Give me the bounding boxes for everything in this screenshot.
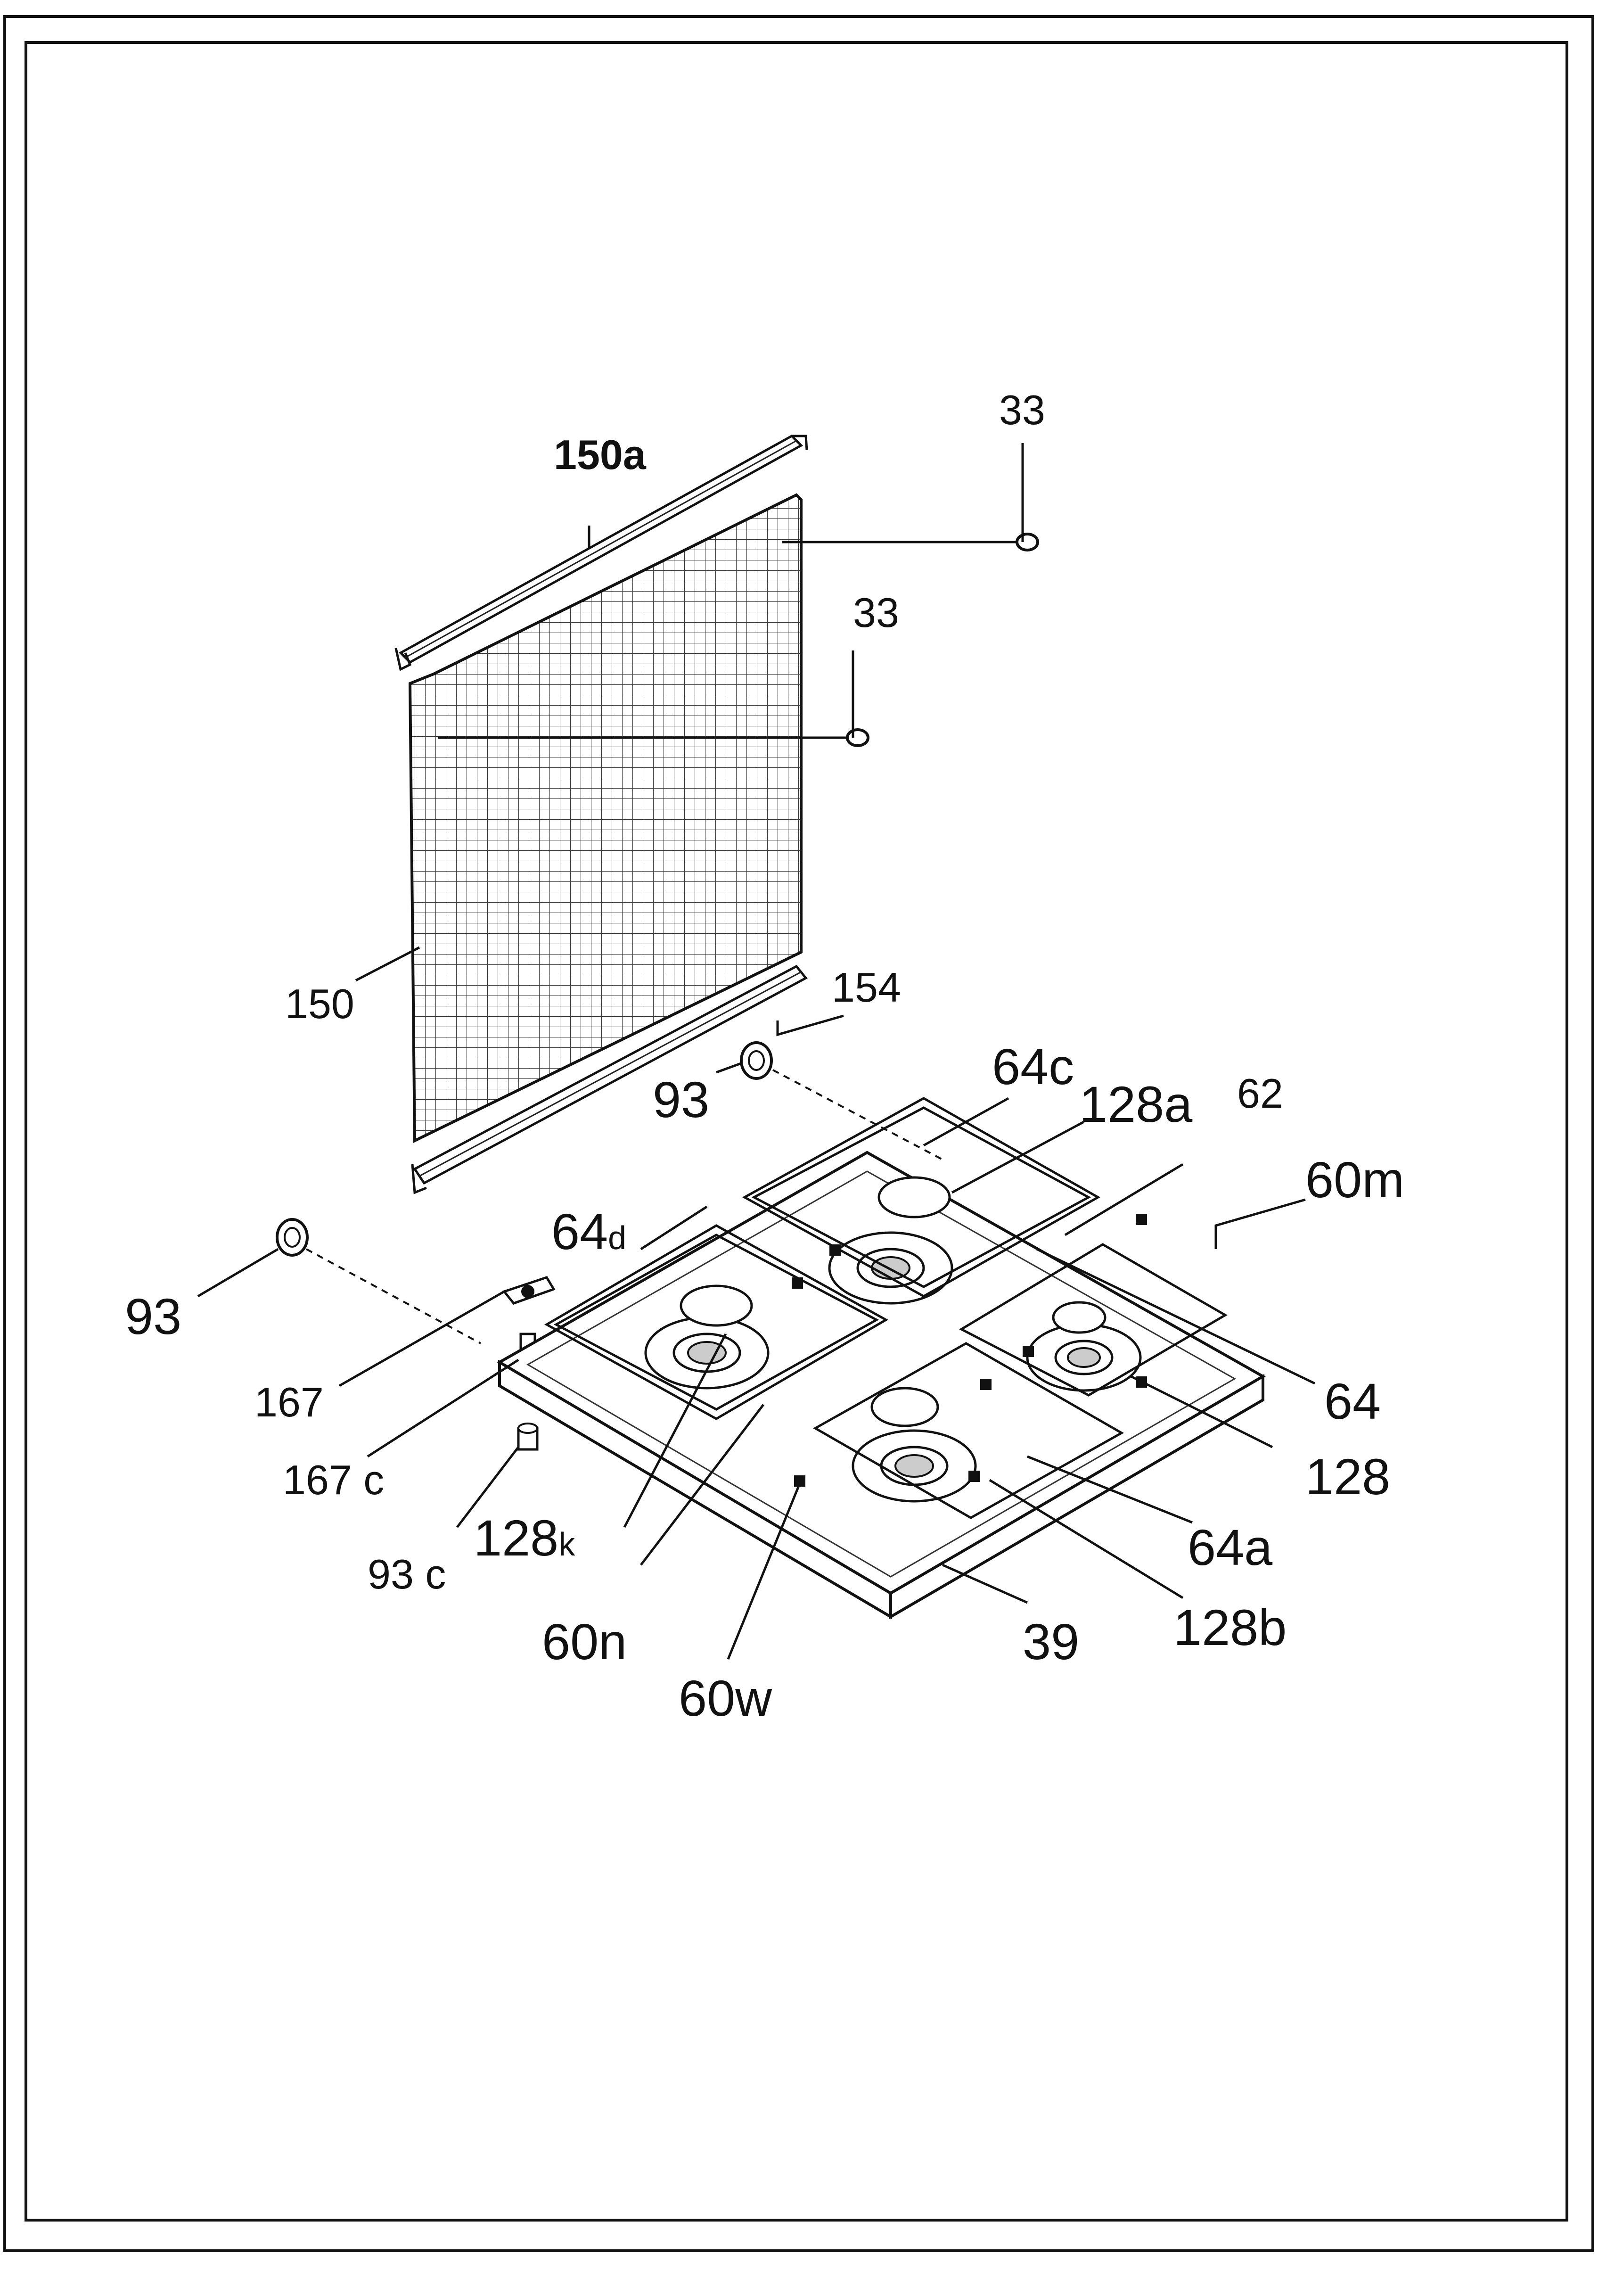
alignment-line-left xyxy=(306,1248,481,1344)
label-128k: 128k xyxy=(474,1509,575,1566)
pan-support-64d xyxy=(544,1224,889,1420)
knob-93-right xyxy=(740,1041,773,1080)
label-128: 128 xyxy=(1305,1448,1390,1505)
label-64: 64 xyxy=(1324,1373,1381,1430)
label-64d-number: 64 xyxy=(551,1203,608,1260)
burner-rear xyxy=(828,1231,953,1305)
pan-support-60m xyxy=(959,1243,1228,1397)
outer-frame xyxy=(3,15,1594,2252)
ignition-switch-167 xyxy=(502,1276,556,1305)
label-62: 62 xyxy=(1237,1070,1283,1117)
inner-frame xyxy=(25,41,1568,2222)
label-128k-suffix: k xyxy=(558,1526,575,1563)
label-93-right: 93 xyxy=(653,1071,709,1128)
label-60w: 60w xyxy=(679,1670,772,1727)
leader-lines xyxy=(197,443,1316,1660)
label-128b: 128b xyxy=(1173,1599,1287,1656)
label-128a: 128a xyxy=(1079,1076,1193,1133)
label-64c: 64c xyxy=(992,1038,1074,1095)
label-33-lower: 33 xyxy=(853,589,899,636)
label-64d: 64d xyxy=(551,1203,626,1260)
bottom-rail-part xyxy=(411,964,808,1194)
top-rail-part xyxy=(394,434,808,671)
alignment-line-right xyxy=(772,1069,943,1160)
label-93c: 93 c xyxy=(368,1551,446,1597)
label-150a: 150a xyxy=(554,431,647,478)
label-64a: 64a xyxy=(1188,1519,1273,1576)
mesh-panel-part xyxy=(408,493,803,1143)
label-167: 167 xyxy=(254,1379,324,1425)
knob-93-left xyxy=(276,1218,309,1257)
pan-support-64a xyxy=(812,1342,1124,1519)
burner-rear-left xyxy=(644,1316,770,1390)
burner-front xyxy=(852,1429,977,1503)
label-154: 154 xyxy=(832,964,901,1011)
label-60n: 60n xyxy=(542,1613,627,1670)
screw-33-upper xyxy=(1016,533,1039,551)
label-167c: 167 c xyxy=(283,1457,384,1503)
label-33-upper: 33 xyxy=(999,387,1045,433)
label-64d-suffix: d xyxy=(608,1219,626,1256)
label-150: 150 xyxy=(285,980,354,1027)
burner-right xyxy=(1026,1323,1142,1392)
label-128k-number: 128 xyxy=(474,1509,558,1566)
label-93-left: 93 xyxy=(125,1288,181,1345)
label-60m: 60m xyxy=(1305,1151,1404,1208)
spindles xyxy=(792,1214,1147,1487)
hob-base-39 xyxy=(497,1151,1266,1620)
pan-support-64c xyxy=(742,1097,1101,1298)
screw-33-lower xyxy=(846,728,869,747)
label-39: 39 xyxy=(1023,1613,1079,1670)
bushing-93c xyxy=(517,1423,539,1451)
